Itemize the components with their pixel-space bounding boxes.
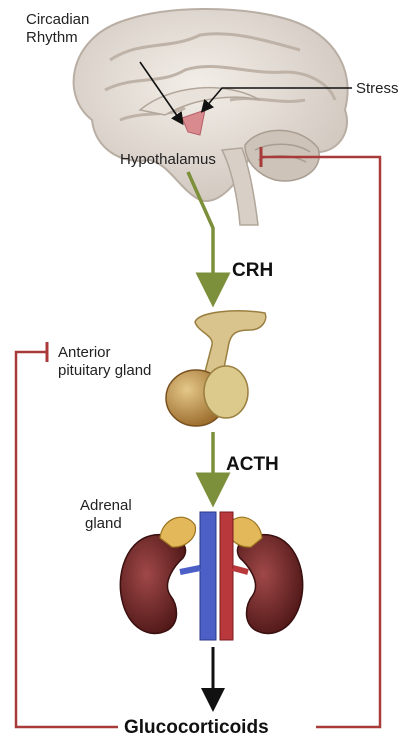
acth-label: ACTH (226, 454, 279, 475)
pituitary-label-line2: pituitary gland (58, 362, 151, 379)
circadian-label-line2: Rhythm (26, 29, 78, 46)
brain-illustration (74, 9, 348, 225)
adrenal-label-line2: gland (85, 515, 122, 532)
kidneys-adrenal-illustration (120, 512, 302, 640)
stress-label: Stress (356, 80, 399, 97)
pituitary-label-line1: Anterior (58, 344, 111, 361)
glucocorticoids-label: Glucocorticoids (124, 717, 269, 738)
crh-label: CRH (232, 260, 273, 281)
hypothalamus-label: Hypothalamus (120, 151, 216, 168)
feedback-to-hypothalamus-line (261, 147, 380, 727)
circadian-label-line1: Circadian (26, 11, 89, 28)
feedback-to-pituitary-line (16, 342, 118, 727)
pituitary-gland-illustration (166, 311, 266, 426)
adrenal-label-line1: Adrenal (80, 497, 132, 514)
